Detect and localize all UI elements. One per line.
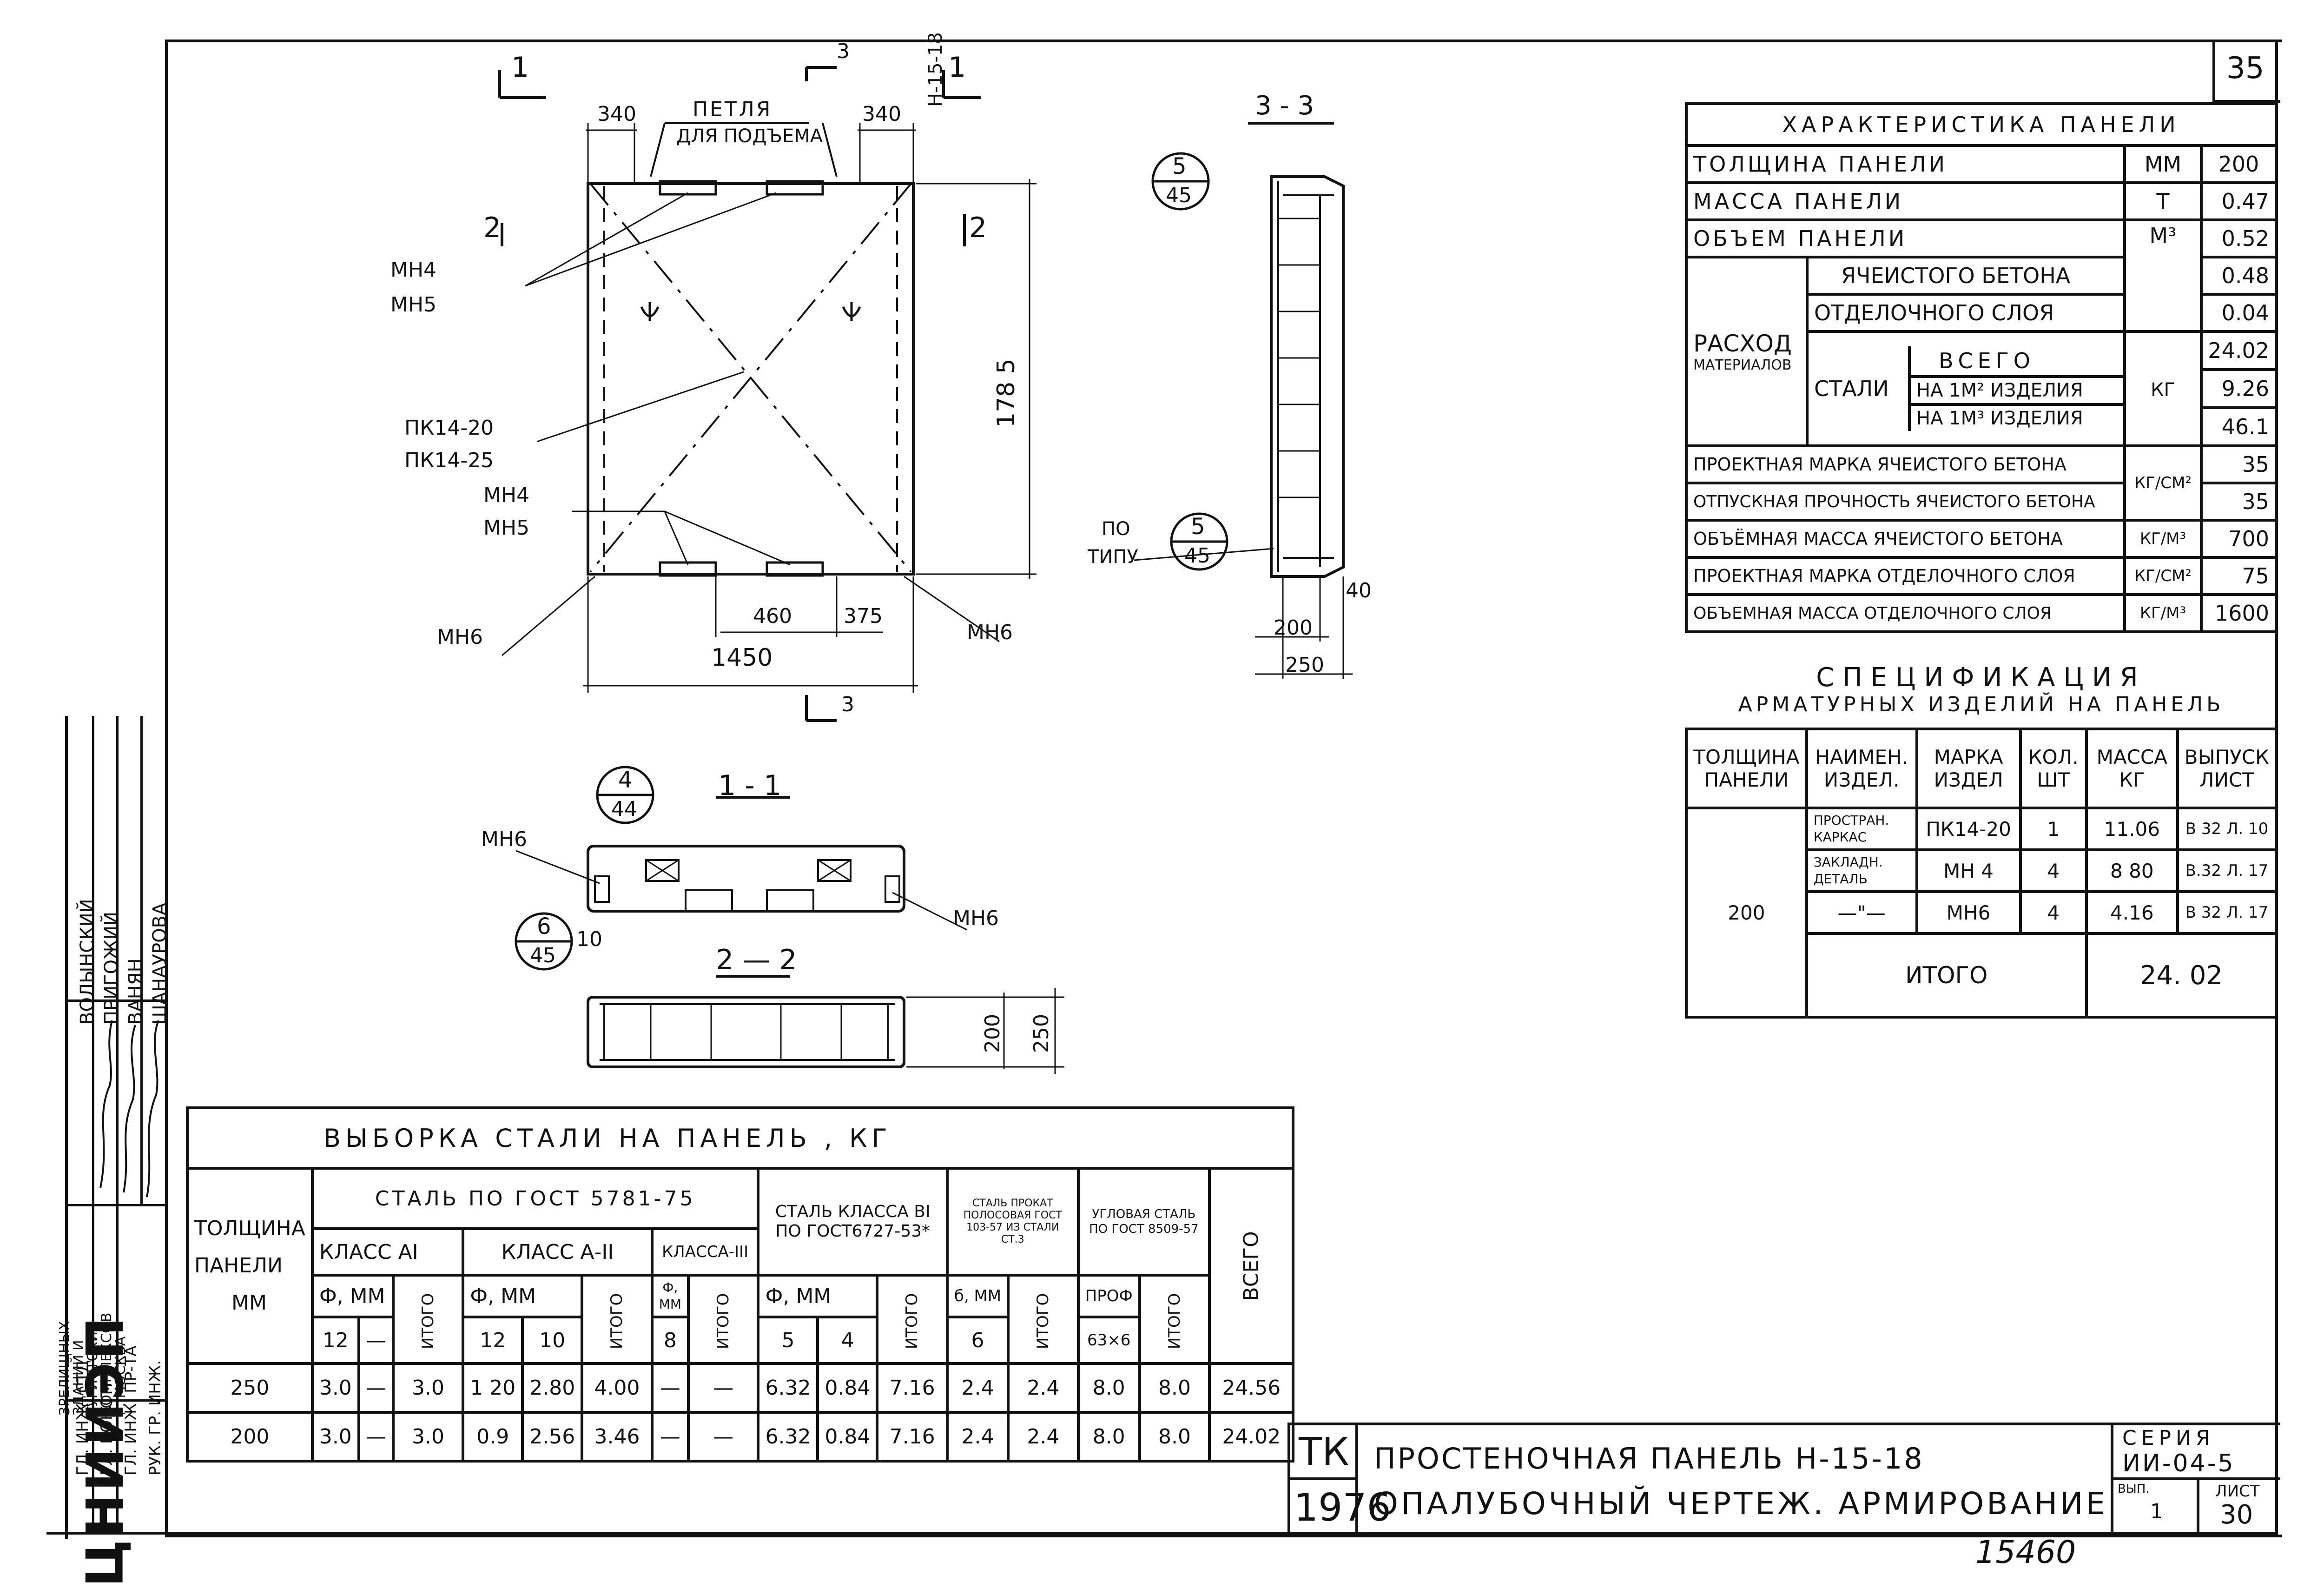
issue-value: 1 (2150, 1500, 2163, 1523)
title-tk: ТК (1299, 1430, 1349, 1474)
specification-table: ТОЛЩИНА ПАНЕЛИ НАИМЕН. ИЗДЕЛ. МАРКА ИЗДЕ… (1685, 728, 2278, 1019)
series-value: ИИ-04-5 (2122, 1449, 2235, 1477)
spec-subtitle: АРМАТУРНЫХ ИЗДЕЛИЙ НА ПАНЕЛЬ (1738, 693, 2225, 716)
stamp-bottom-line (46, 1532, 2278, 1535)
stamp-signatures (68, 1002, 165, 1204)
bottom-note: 15460 (1975, 1534, 2076, 1571)
section-1-1 (587, 845, 905, 913)
sheet-number-box (2212, 40, 2280, 103)
title-line2: ОПАЛУБОЧНЫЙ ЧЕРТЕЖ. АРМИРОВАНИЕ (1374, 1486, 2108, 1522)
steel-selection-table: ВЫБОРКА СТАЛИ НА ПАНЕЛЬ , КГ ТОЛЩИНА ПАН… (185, 1106, 1295, 1463)
sheet-frame (165, 40, 2282, 1537)
spec-title: СПЕЦИФИКАЦИЯ (1816, 662, 2146, 693)
signature-scribbles (99, 1020, 159, 1198)
stamp-outer-line (65, 716, 68, 1539)
title-block: ТК 1976 ПРОСТЕНОЧНАЯ ПАНЕЛЬ Н-15-18 ОПАЛ… (1287, 1423, 2280, 1535)
panel-elevation (587, 182, 915, 576)
section-2-2 (587, 996, 905, 1068)
formwork-drawing (498, 66, 1353, 1074)
sheet-value: 30 (2220, 1500, 2253, 1530)
section-3-3 (1270, 175, 1345, 578)
title-year: 1976 (1294, 1486, 1391, 1530)
frame-right-edge (2275, 40, 2278, 1536)
sheet-number: 35 (2226, 51, 2265, 86)
title-line1: ПРОСТЕНОЧНАЯ ПАНЕЛЬ Н-15-18 (1374, 1442, 1924, 1476)
series-label: СЕРИЯ (2122, 1426, 2215, 1450)
issue-label: ВЫП. (2118, 1482, 2150, 1496)
sheet-label: ЛИСТ (2215, 1482, 2260, 1501)
